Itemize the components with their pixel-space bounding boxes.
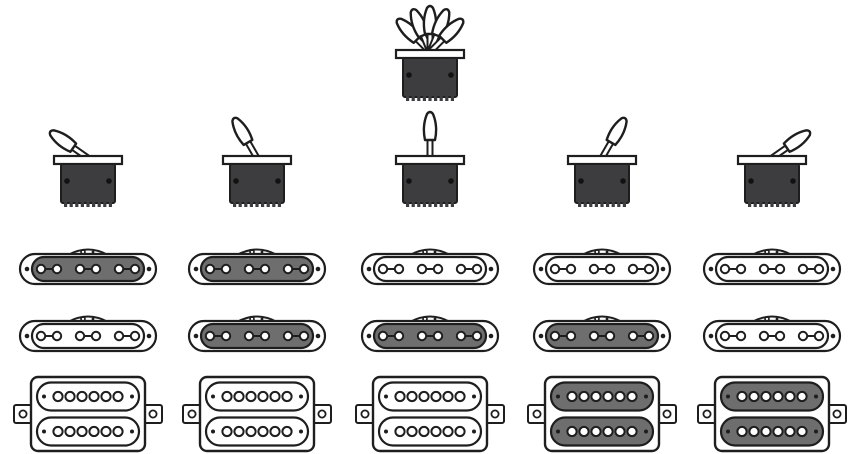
switch-body <box>402 163 458 204</box>
switch-body <box>402 57 458 98</box>
switch-plate <box>52 154 124 166</box>
switch-plate <box>394 154 466 166</box>
single-coil-pickup-icon-neck-1 <box>18 248 158 286</box>
five-way-switch-icon-5 <box>736 129 812 207</box>
single-coil-pickup-icon-neck-2 <box>187 248 327 286</box>
switch-lever <box>422 110 438 159</box>
switch-lever <box>231 116 261 161</box>
humbucker-pickup-icon-3 <box>355 375 505 453</box>
humbucker-coil <box>549 381 655 412</box>
switch-plate <box>221 154 293 166</box>
switch-plate <box>566 154 638 166</box>
single-coil-pickup-icon-neck-3 <box>360 248 500 286</box>
single-coil-pickup-icon-middle-3 <box>360 315 500 353</box>
humbucker-coil <box>719 416 825 447</box>
single-coil-pickup-icon-neck-4 <box>532 248 672 286</box>
humbucker-pickup-icon-1 <box>13 375 163 453</box>
humbucker-coil <box>35 381 141 412</box>
humbucker-coil <box>204 381 310 412</box>
switch-body <box>574 163 630 204</box>
single-coil-pickup-icon-middle-4 <box>532 315 672 353</box>
single-coil-pickup-icon-middle-1 <box>18 315 158 353</box>
five-way-switch-icon-2 <box>221 116 293 207</box>
humbucker-coil <box>204 416 310 447</box>
switch-lever <box>598 116 628 161</box>
humbucker-coil <box>549 416 655 447</box>
five-way-switch-icon-1 <box>48 129 124 207</box>
five-way-switch-all-positions-icon <box>394 4 466 101</box>
single-coil-pickup-icon-middle-5 <box>702 315 842 353</box>
humbucker-pickup-icon-2 <box>182 375 332 453</box>
humbucker-pickup-icon-4 <box>527 375 677 453</box>
humbucker-pickup-icon-5 <box>697 375 847 453</box>
humbucker-coil <box>35 416 141 447</box>
five-way-switch-icon-4 <box>566 116 638 207</box>
switch-body <box>60 163 116 204</box>
humbucker-coil <box>377 416 483 447</box>
single-coil-pickup-icon-neck-5 <box>702 248 842 286</box>
five-way-switch-icon-3 <box>394 110 466 207</box>
switch-plate <box>394 48 466 60</box>
humbucker-coil <box>719 381 825 412</box>
single-coil-pickup-icon-middle-2 <box>187 315 327 353</box>
switch-plate <box>736 154 808 166</box>
switch-body <box>229 163 285 204</box>
switch-body <box>744 163 800 204</box>
humbucker-coil <box>377 381 483 412</box>
